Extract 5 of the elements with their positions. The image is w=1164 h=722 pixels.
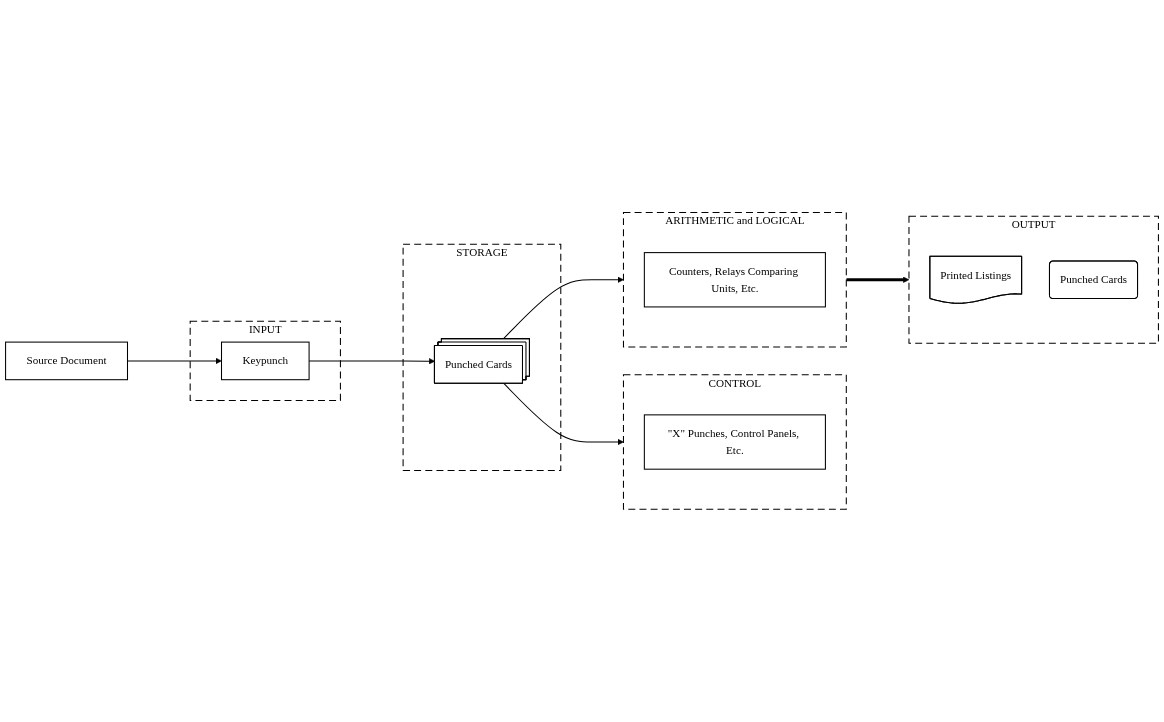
node-box: Keypunch (221, 341, 310, 381)
arrow (127, 357, 222, 365)
node-box: "X" Punches, Control Panels, Etc. (643, 414, 826, 470)
node-box: Source Document (5, 341, 128, 381)
node-box: Counters, Relays Comparing Units, Etc. (643, 252, 826, 308)
